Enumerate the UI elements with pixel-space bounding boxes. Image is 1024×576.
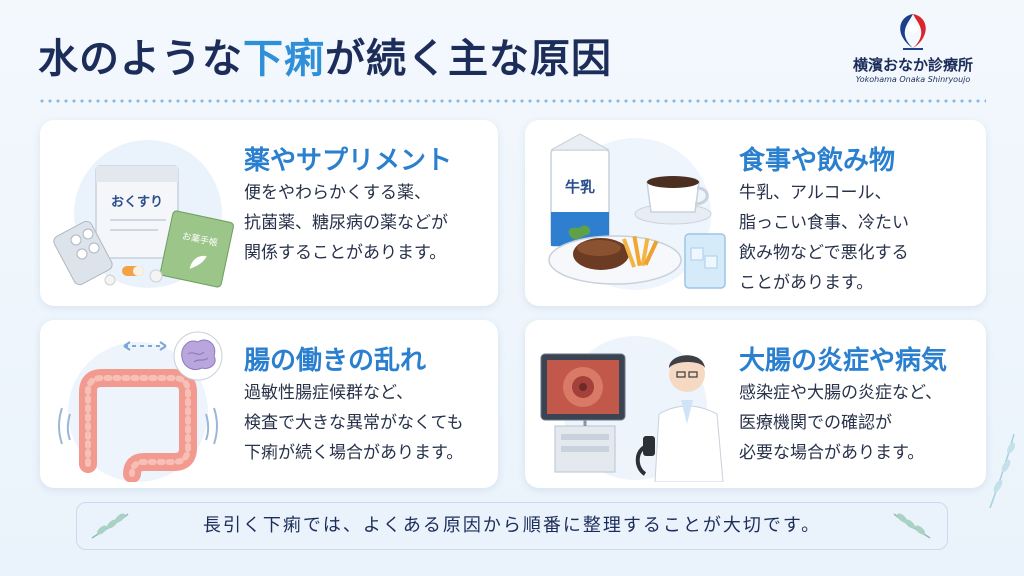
endoscopy-illustration-icon — [540, 336, 724, 482]
card-text-line: 飲み物などで悪化する — [739, 243, 909, 263]
cause-card-food: 牛乳 食事や飲み物 牛乳、アルコール、 脂っこい食事、冷たい 飲み物などで悪化す… — [525, 120, 986, 306]
cause-card-medicine: おくすり お薬手帳 薬やサプリメント 便をやわらかくする薬、 抗菌薬、糖尿病の薬… — [40, 120, 498, 306]
card-text-line: 牛乳、アルコール、 — [739, 183, 892, 203]
card-text-line: 抗菌薬、糖尿病の薬などが — [244, 213, 448, 233]
title-part-2: が続く主な原因 — [325, 36, 612, 82]
medicine-bag-label: おくすり — [111, 195, 163, 210]
card-heading: 腸の働きの乱れ — [244, 346, 427, 376]
card-heading: 食事や飲み物 — [739, 146, 896, 176]
card-text-line: 便をやわらかくする薬、 — [244, 183, 431, 203]
dotted-divider — [38, 99, 986, 103]
card-text-line: 過敏性腸症候群など、 — [244, 383, 414, 403]
card-text-line: 感染症や大腸の炎症など、 — [739, 383, 943, 403]
medicine-illustration-icon: おくすり お薬手帳 — [53, 140, 234, 288]
title-highlight: 下痢 — [243, 36, 325, 82]
card-text-line: 検査で大きな異常がなくても — [244, 413, 464, 433]
clinic-name: 横濱おなか診療所 — [852, 56, 973, 74]
clinic-logo: 横濱おなか診療所 Yokohama Onaka Shinryoujo — [838, 12, 988, 84]
card-text-line: 必要な場合があります。 — [739, 443, 925, 463]
cause-card-gut: 腸の働きの乱れ 過敏性腸症候群など、 検査で大きな異常がなくても 下痢が続く場合… — [40, 320, 498, 488]
summary-text: 長引く下痢では、よくある原因から順番に整理することが大切です。 — [202, 515, 822, 536]
clinic-logo-icon — [900, 14, 926, 50]
title-part-1: 水のような — [38, 36, 243, 82]
page-title: 水のような下痢が続く主な原因 — [38, 26, 612, 84]
food-illustration-icon: 牛乳 — [548, 133, 726, 290]
summary-banner: 長引く下痢では、よくある原因から順番に整理することが大切です。 — [76, 502, 948, 550]
milk-carton-label: 牛乳 — [565, 178, 595, 196]
intestine-illustration-icon — [58, 331, 223, 482]
cause-card-colon: 大腸の炎症や病気 感染症や大腸の炎症など、 医療機関での確認が 必要な場合があり… — [525, 320, 986, 488]
card-text-line: 医療機関での確認が — [739, 413, 892, 433]
card-text-line: ことがあります。 — [739, 273, 874, 293]
leaf-decoration-left-icon — [91, 513, 129, 539]
card-text-line: 関係することがあります。 — [244, 243, 447, 263]
clinic-name-romaji: Yokohama Onaka Shinryoujo — [855, 75, 971, 84]
card-text-line: 下痢が続く場合があります。 — [244, 443, 464, 463]
card-text-line: 脂っこい食事、冷たい — [739, 213, 909, 233]
card-heading: 薬やサプリメント — [244, 146, 453, 176]
leaf-decoration-corner-icon — [989, 433, 1015, 509]
leaf-decoration-right-icon — [893, 513, 931, 539]
card-heading: 大腸の炎症や病気 — [739, 346, 948, 376]
